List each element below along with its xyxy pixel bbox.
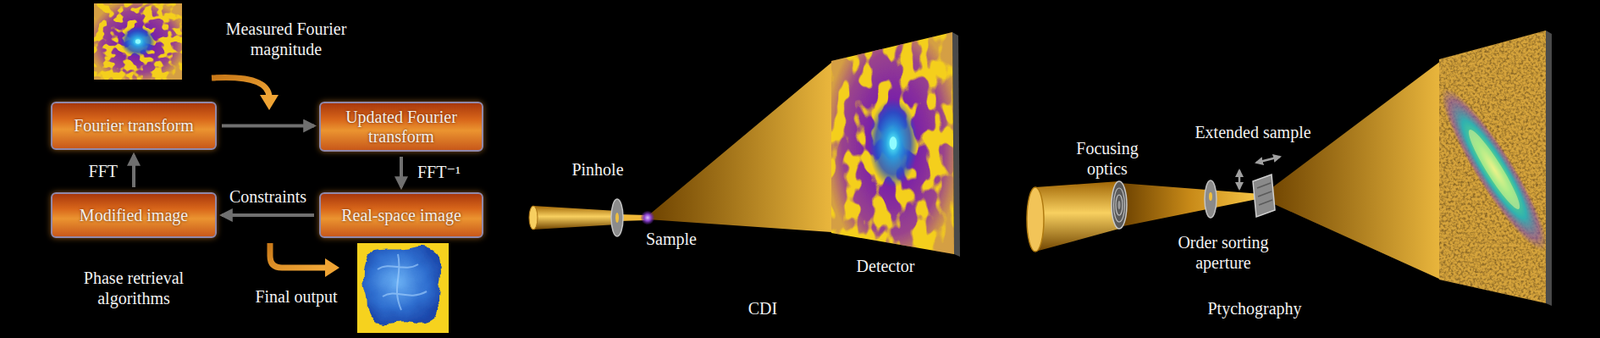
scan-arrow-horizontal [1256,156,1280,163]
edge-label: FFT [86,160,121,182]
aperture-hole [1208,192,1213,201]
pinhole-hole [615,212,619,223]
box-text: Modified image [79,205,188,225]
flow-arrow [132,154,136,188]
reconstruction-background [357,242,449,333]
edge-label: FFT⁻¹ [414,161,464,183]
box-text: Real-space image [341,205,462,225]
figure-label: Final output [228,286,365,307]
ptycho-diffracted-beam [1264,60,1441,280]
diffraction-thumbnail [93,3,183,80]
sample-dot [640,210,655,225]
output-arrowhead [325,258,340,277]
focused-beam [1119,182,1262,227]
process-box: Fourier transform [50,101,217,150]
detector-ground [1439,30,1548,305]
figure-label: Phase retrieval algorithms [61,267,206,309]
cdi-diffraction-pattern [831,32,955,254]
beam-end [529,205,538,230]
detector-grain [1439,30,1548,305]
ptycho-pattern-core [1462,126,1526,214]
figure-label: Pinhole [555,159,640,180]
reconstruction-blob [363,246,442,324]
input-arrow [211,77,270,97]
pinhole-disc [611,198,624,237]
process-box: Modified image [50,192,217,238]
figure-label: Detector [838,255,933,276]
input-arrowhead [259,94,279,111]
flow-arrow [221,124,315,128]
reconstruction-ridges [377,253,427,310]
cdi-detector [831,32,955,254]
box-text: Fourier transform [73,115,194,135]
process-box: Real-space image [319,192,484,238]
figure-label: CDI [728,297,797,319]
box-text: Updated Fourier transform [329,107,474,146]
flow-arrow [399,156,403,188]
order-sorting-aperture [1204,180,1217,218]
process-box: Updated Fourier transform [319,101,484,152]
zone-plate-ring [1114,187,1126,222]
figure-label: Extended sample [1168,121,1338,143]
ptycho-beam-end [1026,187,1044,252]
edge-label: Constraints [226,186,309,207]
scan-arrow-vertical [1238,170,1242,189]
zone-plate-center [1118,200,1121,210]
figure-label: Ptychography [1178,297,1331,319]
ptycho-incident-beam [1035,181,1120,252]
zone-plate-ring [1115,194,1123,216]
ptycho-detector-edge [1545,30,1552,306]
ptycho-pattern [1428,78,1561,260]
incident-beam [533,205,618,230]
figure-label: Measured Fourier magnitude [212,18,361,60]
diffracted-beam [647,62,832,232]
figure-label: Sample [633,228,710,249]
sample-texture [1257,182,1273,205]
zone-plate [1111,181,1127,229]
ptycho-detector [1428,30,1561,305]
output-arrow [270,242,327,268]
figure-label: Focusing optics [1060,137,1154,179]
extended-sample [1252,174,1275,217]
figure-label: Order sorting aperture [1159,231,1287,273]
flow-arrow [221,213,315,217]
